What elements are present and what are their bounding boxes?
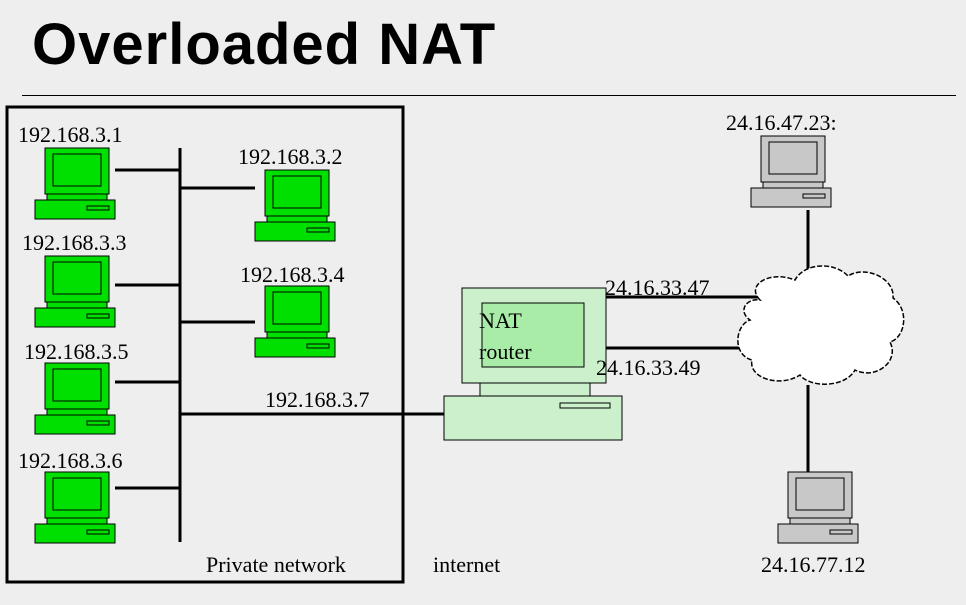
computer-icon	[750, 135, 832, 208]
public-host-ip-label: 24.16.47.23:	[726, 110, 837, 135]
router-outside-ip-label: 24.16.33.49	[596, 355, 701, 380]
title-divider	[22, 95, 956, 96]
host-ip-label: 192.168.3.2	[238, 144, 343, 169]
host-ip-label: 192.168.3.1	[18, 122, 123, 147]
computer-icon	[34, 471, 116, 544]
router-label-line2: router	[479, 339, 532, 364]
nat-router	[443, 287, 623, 441]
host-ip-label: 192.168.3.5	[24, 339, 129, 364]
computer-icon	[34, 147, 116, 220]
computer-icon	[777, 471, 859, 544]
computer-icon	[34, 255, 116, 328]
host-ip-label: 192.168.3.3	[22, 230, 127, 255]
private-network-boundary	[5, 105, 405, 584]
internet-cloud-icon	[737, 265, 905, 385]
host-ip-label: 192.168.3.6	[18, 448, 123, 473]
internet-label: internet	[433, 552, 501, 577]
public-host-ip-label: 24.16.77.12	[761, 552, 866, 577]
computer-icon	[254, 285, 336, 358]
computer-icon	[254, 169, 336, 242]
computer-icon	[34, 362, 116, 435]
router-outside-ip-label: 24.16.33.47	[605, 275, 710, 300]
page-title: Overloaded NAT	[32, 12, 497, 77]
router-label-line1: NAT	[479, 308, 522, 333]
private-network-label: Private network	[206, 552, 346, 577]
host-ip-label: 192.168.3.4	[240, 262, 345, 287]
router-inside-ip-label: 192.168.3.7	[265, 387, 370, 412]
